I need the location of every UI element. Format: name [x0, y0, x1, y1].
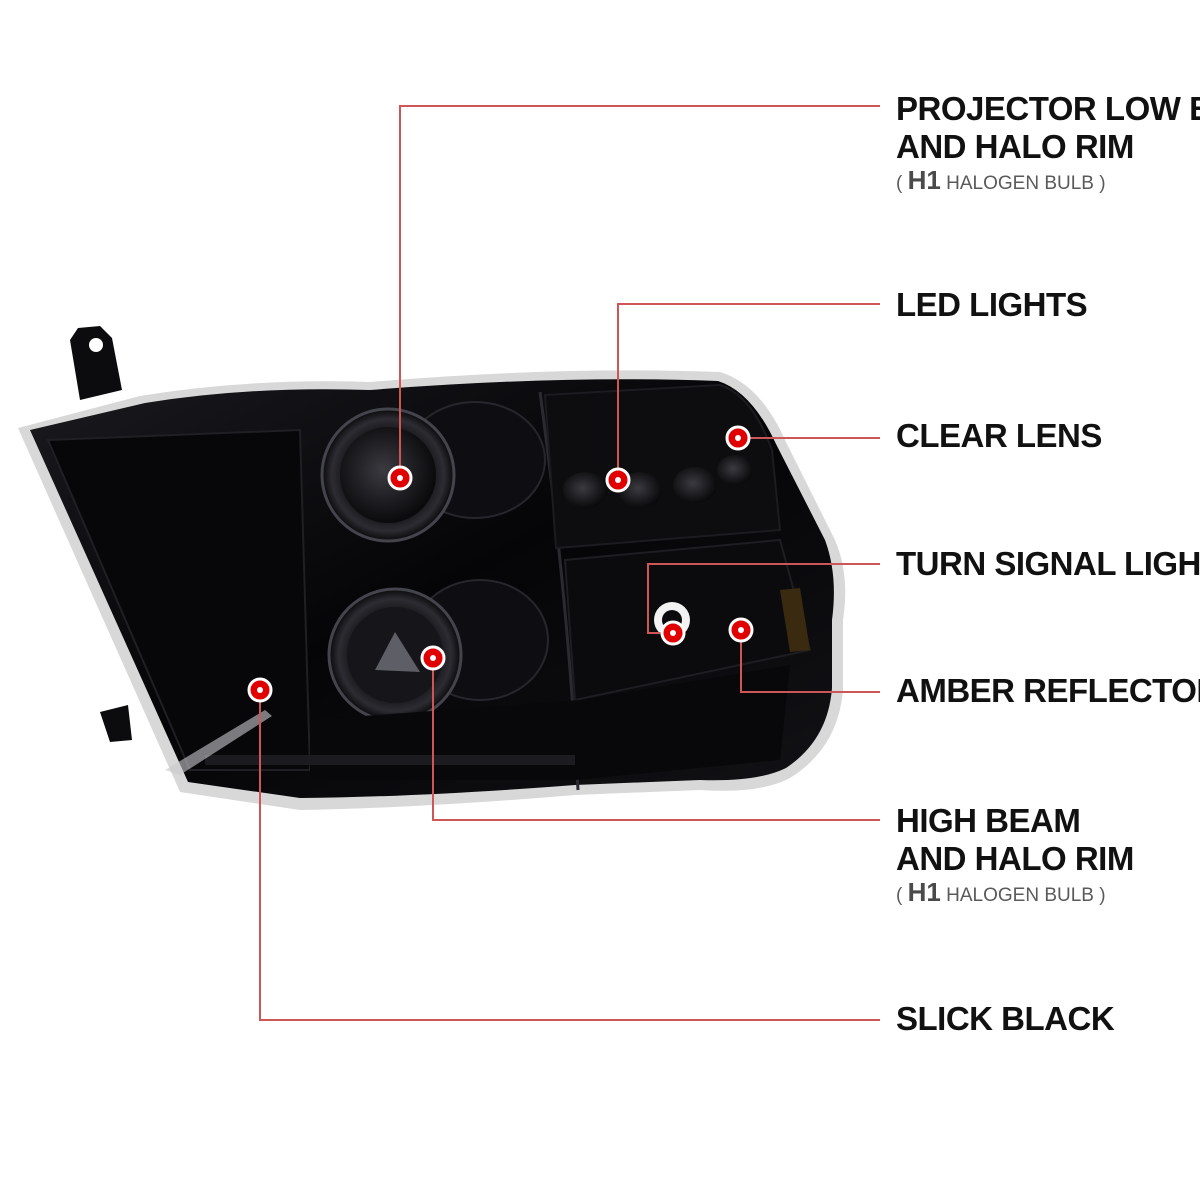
leader-line-projector-low-beam [399, 105, 880, 478]
callout-turn-signal-light: TURN SIGNAL LIGHT [896, 545, 1200, 582]
marker-dot-led-lights [605, 467, 631, 493]
callout-title: AMBER REFLECTOR [896, 672, 1200, 709]
leader-line-high-beam [432, 658, 880, 821]
led-bar-housing [543, 383, 782, 550]
leader-line-led-lights [617, 303, 880, 480]
callout-title: CLEAR LENS [896, 417, 1102, 454]
turn-signal-reflector [563, 538, 812, 702]
callout-title: SLICK BLACK [896, 1000, 1115, 1037]
marker-dot-projector-low-beam [387, 465, 413, 491]
callout-title: HIGH BEAM [896, 802, 1080, 839]
marker-dot-slick-black [247, 677, 273, 703]
marker-dot-amber-reflector [728, 617, 754, 643]
callout-title-line2: AND HALO RIM [896, 128, 1134, 165]
lower-lens [310, 665, 790, 780]
inner-bezel [46, 428, 312, 771]
callout-bulb-note: ( H1 HALOGEN BULB ) [896, 877, 1106, 907]
callout-led-lights: LED LIGHTS [896, 286, 1088, 323]
callout-high-beam: HIGH BEAM AND HALO RIM ( H1 HALOGEN BULB… [896, 802, 1134, 907]
lens-highlight [165, 710, 272, 775]
led-modules [563, 455, 753, 508]
marker-dot-high-beam [420, 645, 446, 671]
callout-projector-low-beam: PROJECTOR LOW BEAM AND HALO RIM ( H1 HAL… [896, 90, 1200, 195]
leader-line-amber-reflector [740, 630, 880, 693]
callout-title-line2: AND HALO RIM [896, 840, 1134, 877]
mounting-tab-top [70, 326, 122, 400]
headlight-illustration [18, 326, 846, 810]
callout-labels: PROJECTOR LOW BEAM AND HALO RIM ( H1 HAL… [896, 90, 1200, 1037]
callout-title: TURN SIGNAL LIGHT [896, 545, 1200, 582]
callout-slick-black: SLICK BLACK [896, 1000, 1115, 1037]
leader-lines [259, 105, 880, 1021]
callout-title: LED LIGHTS [896, 286, 1087, 323]
high-beam-projector [327, 579, 549, 723]
leader-line-slick-black [259, 690, 880, 1021]
mounting-tab-bottom [100, 705, 132, 742]
callout-clear-lens: CLEAR LENS [896, 417, 1102, 454]
callout-amber-reflector: AMBER REFLECTOR [896, 672, 1200, 709]
marker-dots [247, 425, 754, 703]
marker-dot-turn-signal-light [660, 620, 686, 646]
callout-bulb-note: ( H1 HALOGEN BULB ) [896, 165, 1106, 195]
lens-molding-strip [205, 755, 575, 765]
callout-title: PROJECTOR LOW BEAM [896, 90, 1200, 127]
marker-dot-clear-lens [725, 425, 751, 451]
